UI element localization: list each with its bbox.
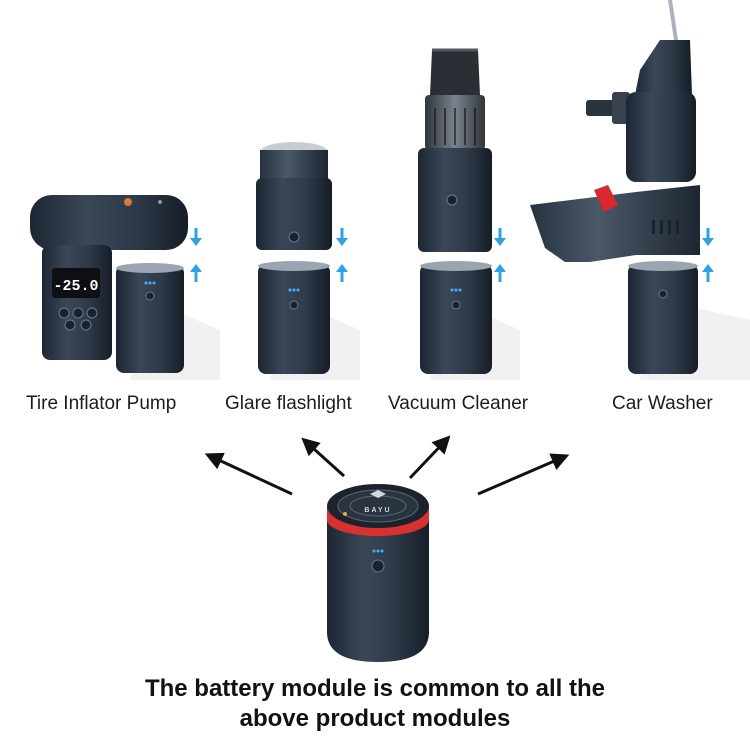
pump-buttons: [58, 307, 98, 331]
tire-inflator-pump: -25.0: [30, 195, 188, 373]
caption-line-1: The battery module is common to all the: [144, 675, 606, 702]
vacuum-cleaner: [418, 48, 492, 374]
car-washer: [530, 0, 700, 374]
label-car-washer: Car Washer: [612, 393, 713, 414]
connect-arrows: [190, 228, 714, 282]
battery-module: BAYU: [327, 484, 429, 662]
caption-line-2: above product modules: [239, 705, 511, 732]
label-tire-inflator-pump: Tire Inflator Pump: [26, 393, 177, 414]
battery-brand: BAYU: [364, 507, 391, 514]
label-glare-flashlight: Glare flashlight: [225, 393, 352, 414]
glare-flashlight: [256, 142, 332, 374]
pointer-arrows: [204, 435, 570, 496]
label-vacuum-cleaner: Vacuum Cleaner: [388, 393, 529, 414]
pump-display: -25.0: [53, 278, 98, 295]
